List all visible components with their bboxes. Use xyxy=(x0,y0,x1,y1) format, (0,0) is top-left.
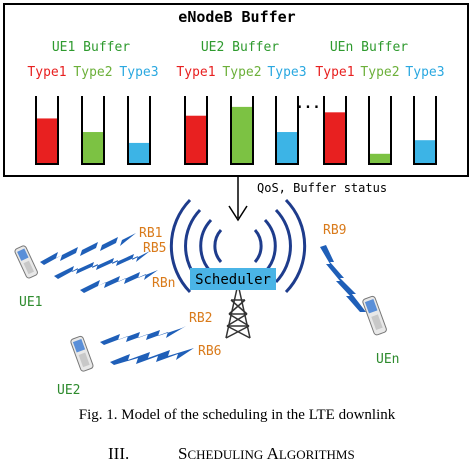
ue2-type2-label: Type2 xyxy=(222,65,261,80)
uen-type2-queue-outline xyxy=(368,96,392,165)
ue2-type2-queue-fill xyxy=(231,106,253,164)
ue1-type2-queue-outline xyxy=(81,96,105,165)
phone-icon-ue2 xyxy=(70,335,94,372)
rb6-label: RB6 xyxy=(198,344,221,359)
ue2-type1-queue-outline xyxy=(184,96,208,165)
link-rb9 xyxy=(320,245,366,312)
antenna-tower xyxy=(225,283,251,339)
phone-icon-ue1 xyxy=(14,245,38,279)
section-title: SCHEDULING ALGORITHMS xyxy=(178,444,355,463)
ue1-buffer-label: UE1 Buffer xyxy=(52,40,130,55)
wave-left-2 xyxy=(199,218,213,274)
figure-caption: Fig. 1. Model of the scheduling in the L… xyxy=(79,407,396,423)
radio-waves xyxy=(169,198,307,294)
ue2-buffer-label: UE2 Buffer xyxy=(201,40,279,55)
buffer-queues xyxy=(35,96,437,165)
ue1-type1-label: Type1 xyxy=(27,65,66,80)
section-title-cap1: S xyxy=(178,444,187,463)
qos-buffer-status-label: QoS, Buffer status xyxy=(257,181,387,195)
ue1-type1-queue-outline xyxy=(35,96,59,165)
ue2-type1-label: Type1 xyxy=(176,65,215,80)
section-title-rest2: LGORITHMS xyxy=(279,447,355,462)
scheduler-label: Scheduler xyxy=(195,272,271,288)
uen-type1-label: Type1 xyxy=(315,65,354,80)
uen-type2-queue-fill xyxy=(369,153,391,164)
ue1-type3-label: Type3 xyxy=(119,65,158,80)
rb5-label: RB5 xyxy=(143,241,166,256)
ue2-type1-queue-fill xyxy=(185,115,207,164)
rb-labels: RB1 RB5 RBn RB2 RB6 RB9 xyxy=(139,223,346,359)
link-rb2 xyxy=(100,326,186,345)
ue-labels: UE1 UE2 UEn xyxy=(19,295,399,398)
rb1-label: RB1 xyxy=(139,226,162,241)
ue2-label: UE2 xyxy=(57,383,80,398)
uen-type3-queue-outline xyxy=(413,96,437,165)
uen-label: UEn xyxy=(376,352,399,367)
ue1-type2-queue-fill xyxy=(82,132,104,164)
scheduler-box xyxy=(190,268,276,290)
ue1-type1-queue-fill xyxy=(36,118,58,164)
section-number: III. xyxy=(108,444,129,463)
ue2-type3-queue-outline xyxy=(275,96,299,165)
ue2-type2-queue-outline xyxy=(230,96,254,165)
link-rbn xyxy=(80,270,158,293)
ue2-type3-queue-fill xyxy=(276,132,298,164)
rbn-label: RBn xyxy=(152,276,175,291)
wave-right-2 xyxy=(263,218,277,274)
uen-type3-label: Type3 xyxy=(405,65,444,80)
uen-type2-label: Type2 xyxy=(360,65,399,80)
uen-type1-queue-fill xyxy=(324,112,346,164)
section-title-cap2: A xyxy=(267,444,280,463)
phone-icon-uen xyxy=(362,295,387,336)
ue1-type3-queue-outline xyxy=(127,96,151,165)
ue1-type2-label: Type2 xyxy=(73,65,112,80)
section-title-rest1: CHEDULING xyxy=(187,447,263,462)
type-labels: Type1 Type2 Type3 Type1 Type2 Type3 Type… xyxy=(27,65,444,80)
link-rb1 xyxy=(40,233,136,265)
enodeb-buffer-title: eNodeB Buffer xyxy=(178,8,295,26)
wave-right-4 xyxy=(284,198,307,294)
buffer-ellipsis: ... xyxy=(295,96,320,112)
wave-left-1 xyxy=(213,229,223,263)
ue1-type3-queue-fill xyxy=(128,142,150,164)
wave-right-3 xyxy=(274,208,292,284)
ue2-type3-label: Type3 xyxy=(267,65,306,80)
wave-right-1 xyxy=(253,229,263,263)
link-rb5 xyxy=(54,251,150,279)
uen-buffer-label: UEn Buffer xyxy=(330,40,408,55)
wave-left-4 xyxy=(169,198,192,294)
rb9-label: RB9 xyxy=(323,223,346,238)
rb2-label: RB2 xyxy=(189,311,212,326)
ue1-label: UE1 xyxy=(19,295,42,310)
uen-type1-queue-outline xyxy=(323,96,347,165)
uen-type3-queue-fill xyxy=(414,140,436,164)
link-rb6 xyxy=(110,348,194,365)
radio-links xyxy=(40,233,366,365)
status-arrow-head xyxy=(228,205,248,222)
